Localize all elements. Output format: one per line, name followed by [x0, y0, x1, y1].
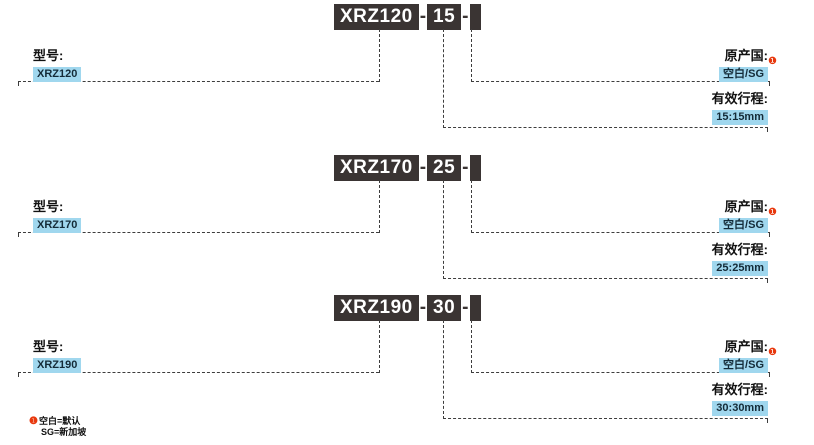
code-segment-country-blank — [469, 4, 481, 30]
connector-model-hline — [18, 372, 379, 373]
model-label: 型号: — [33, 199, 64, 214]
code-segment-model: XRZ170 — [334, 155, 419, 181]
section-xrz120: XRZ120 - 15 - 型号: XRZ120 原产国: 空白/SG ❶ 有效… — [0, 0, 814, 150]
connector-country-vline — [471, 29, 472, 82]
code-separator: - — [462, 6, 469, 27]
stroke-field: 有效行程: 25:25mm — [712, 242, 768, 276]
footnote-marker-icon: ❶ — [768, 347, 777, 358]
connector-tick — [769, 233, 770, 237]
stroke-field: 有效行程: 30:30mm — [712, 382, 768, 416]
connector-stroke-hline — [443, 127, 768, 128]
connector-stroke-hline — [443, 278, 768, 279]
connector-stroke-vline — [443, 180, 444, 279]
model-code: XRZ120 - 15 - — [334, 4, 481, 30]
connector-country-vline — [471, 180, 472, 233]
model-label: 型号: — [33, 339, 64, 354]
model-value-highlight: XRZ120 — [33, 67, 82, 82]
connector-country-hline — [471, 81, 770, 82]
model-field: 型号: XRZ170 — [33, 199, 82, 233]
country-value-highlight: 空白/SG — [719, 358, 768, 373]
connector-stroke-vline — [443, 320, 444, 419]
footnote-marker-icon: ❶ — [768, 56, 777, 67]
connector-tick — [767, 279, 768, 283]
code-separator: - — [462, 297, 469, 318]
code-segment-model: XRZ190 — [334, 295, 419, 321]
model-field: 型号: XRZ190 — [33, 339, 82, 373]
connector-tick — [769, 373, 770, 377]
connector-stroke-vline — [443, 29, 444, 128]
stroke-label: 有效行程: — [711, 242, 768, 257]
country-label: 原产国: — [724, 339, 768, 354]
footnote-marker-icon: ❶ — [768, 207, 777, 218]
code-separator: - — [462, 157, 469, 178]
footnote-line1-text: 空白=默认 — [38, 416, 81, 426]
footnote-line1: ❶空白=默认 — [29, 416, 86, 427]
stroke-label: 有效行程: — [711, 91, 768, 106]
model-value-highlight: XRZ190 — [33, 358, 82, 373]
code-segment-stroke: 30 — [427, 295, 462, 321]
footnote-line2-text: SG=新加坡 — [41, 427, 87, 437]
connector-model-vline — [379, 180, 380, 233]
footnote: ❶空白=默认 SG=新加坡 — [29, 416, 86, 438]
connector-tick — [18, 82, 19, 86]
model-label: 型号: — [33, 48, 64, 63]
code-separator: - — [419, 157, 427, 178]
connector-country-vline — [471, 320, 472, 373]
model-code: XRZ190 - 30 - — [334, 295, 481, 321]
model-code: XRZ170 - 25 - — [334, 155, 481, 181]
country-label: 原产国: — [724, 199, 768, 214]
connector-model-hline — [18, 81, 379, 82]
country-field: 原产国: 空白/SG ❶ — [719, 199, 777, 233]
country-value-highlight: 空白/SG — [719, 218, 768, 233]
connector-tick — [18, 233, 19, 237]
connector-stroke-hline — [443, 418, 768, 419]
code-segment-stroke: 25 — [427, 155, 462, 181]
country-field: 原产国: 空白/SG ❶ — [719, 339, 777, 373]
section-xrz170: XRZ170 - 25 - 型号: XRZ170 原产国: 空白/SG ❶ 有效… — [0, 151, 814, 301]
code-segment-stroke: 15 — [427, 4, 462, 30]
code-segment-model: XRZ120 — [334, 4, 419, 30]
connector-country-hline — [471, 372, 770, 373]
connector-tick — [769, 82, 770, 86]
model-field: 型号: XRZ120 — [33, 48, 82, 82]
stroke-label: 有效行程: — [711, 382, 768, 397]
connector-tick — [767, 128, 768, 132]
country-field: 原产国: 空白/SG ❶ — [719, 48, 777, 82]
code-segment-country-blank — [469, 155, 481, 181]
stroke-value-highlight: 30:30mm — [712, 401, 768, 416]
connector-country-hline — [471, 232, 770, 233]
stroke-value-highlight: 15:15mm — [712, 110, 768, 125]
model-value-highlight: XRZ170 — [33, 218, 82, 233]
connector-tick — [18, 373, 19, 377]
connector-model-vline — [379, 320, 380, 373]
section-xrz190: XRZ190 - 30 - 型号: XRZ190 原产国: 空白/SG ❶ 有效… — [0, 291, 814, 441]
country-label: 原产国: — [724, 48, 768, 63]
country-value-highlight: 空白/SG — [719, 67, 768, 82]
connector-model-hline — [18, 232, 379, 233]
code-segment-country-blank — [469, 295, 481, 321]
code-separator: - — [419, 6, 427, 27]
footnote-marker-icon: ❶ — [29, 416, 38, 427]
connector-tick — [767, 419, 768, 423]
stroke-field: 有效行程: 15:15mm — [712, 91, 768, 125]
code-separator: - — [419, 297, 427, 318]
stroke-value-highlight: 25:25mm — [712, 261, 768, 276]
connector-model-vline — [379, 29, 380, 82]
